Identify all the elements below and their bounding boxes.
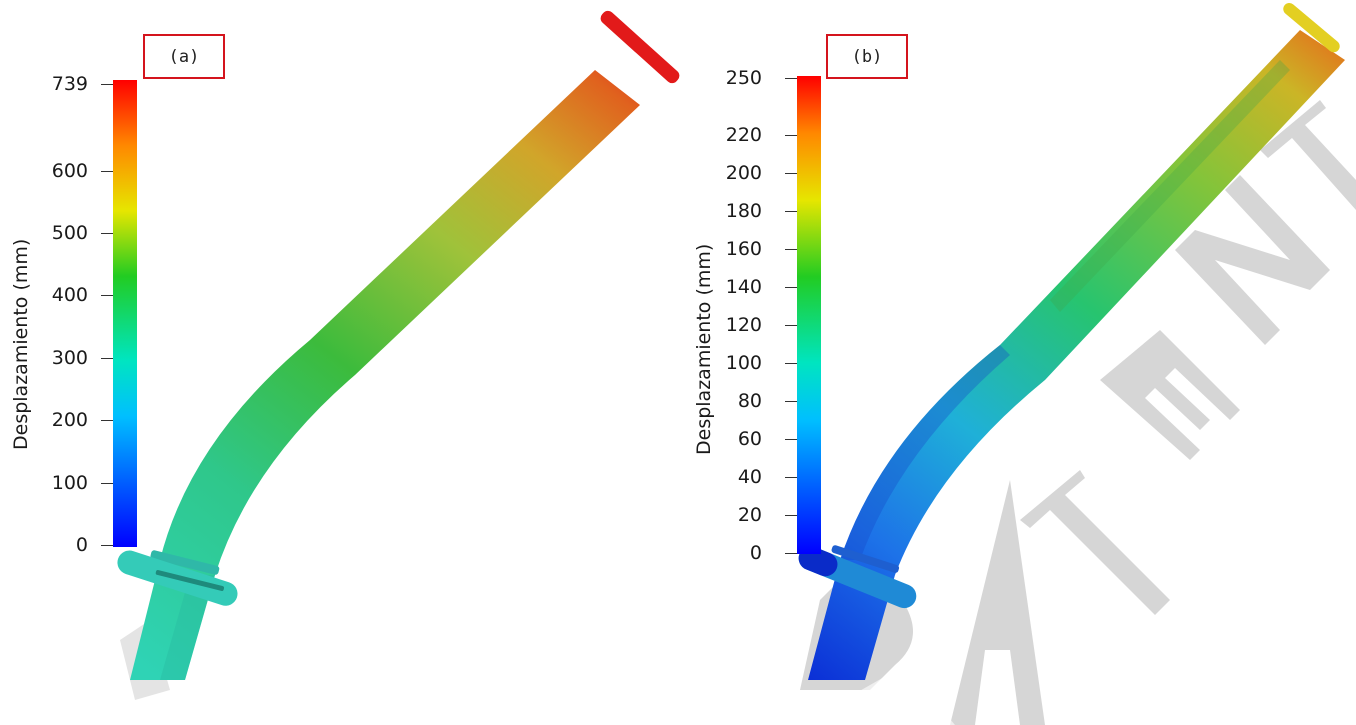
colorbar-tick-label: 500: [51, 222, 88, 245]
panel-a-label: (a): [143, 34, 225, 79]
colorbar-tick-label: 250: [725, 67, 762, 89]
colorbar-tick-mark: [101, 420, 113, 422]
colorbar-tick-label: 160: [725, 238, 762, 260]
colorbar-tick-label: 120: [725, 314, 762, 336]
colorbar-tick-label: 40: [737, 466, 762, 488]
colorbar-tick-label: 600: [51, 159, 88, 182]
colorbar-tick-mark: [785, 439, 797, 440]
colorbar-tick-mark: [101, 295, 113, 297]
colorbar-tick-label: 200: [725, 162, 762, 184]
panel-b-label: (b): [826, 34, 908, 79]
colorbar-tick-label: 80: [737, 390, 762, 412]
colorbar-tick-mark: [785, 135, 797, 136]
panel-a-pipe: [117, 10, 680, 680]
colorbar-tick-mark: [785, 78, 797, 79]
colorbar-tick-mark: [785, 401, 797, 402]
colorbar-tick-label: 140: [725, 276, 762, 298]
colorbar-tick-mark: [101, 170, 113, 172]
colorbar-tick-label: 100: [51, 471, 88, 494]
colorbar-tick-label: 180: [725, 200, 762, 222]
colorbar-tick-label: 20: [737, 504, 762, 526]
colorbar-tick-mark: [101, 84, 113, 85]
colorbar-tick-mark: [785, 287, 797, 288]
colorbar-tick-mark: [785, 325, 797, 326]
colorbar-tick-mark: [785, 553, 797, 554]
panel-b-colorbar-title: Desplazamiento (mm): [693, 243, 715, 455]
colorbar-tick-label: 0: [749, 542, 762, 564]
colorbar-tick-mark: [785, 173, 797, 174]
colorbar-tick-label: 60: [737, 428, 762, 450]
colorbar-tick-label: 400: [51, 284, 88, 307]
colorbar-tick-mark: [101, 357, 113, 359]
colorbar-tick-label: 0: [75, 534, 88, 556]
colorbar-tick-mark: [101, 545, 113, 546]
colorbar-tick-mark: [785, 211, 797, 212]
colorbar-tick-label: 220: [725, 124, 762, 146]
panel-a-colorbar: [113, 80, 137, 547]
colorbar-tick-label: 100: [725, 352, 762, 374]
colorbar-tick-mark: [785, 515, 797, 516]
colorbar-tick-label: 739: [51, 73, 88, 95]
panel-b-colorbar: [797, 76, 821, 554]
colorbar-tick-mark: [101, 233, 113, 235]
colorbar-tick-mark: [101, 482, 113, 484]
colorbar-tick-label: 300: [51, 346, 88, 369]
colorbar-tick-mark: [785, 249, 797, 250]
colorbar-tick-mark: [785, 363, 797, 364]
colorbar-tick-label: 200: [51, 409, 88, 432]
colorbar-tick-mark: [785, 477, 797, 478]
